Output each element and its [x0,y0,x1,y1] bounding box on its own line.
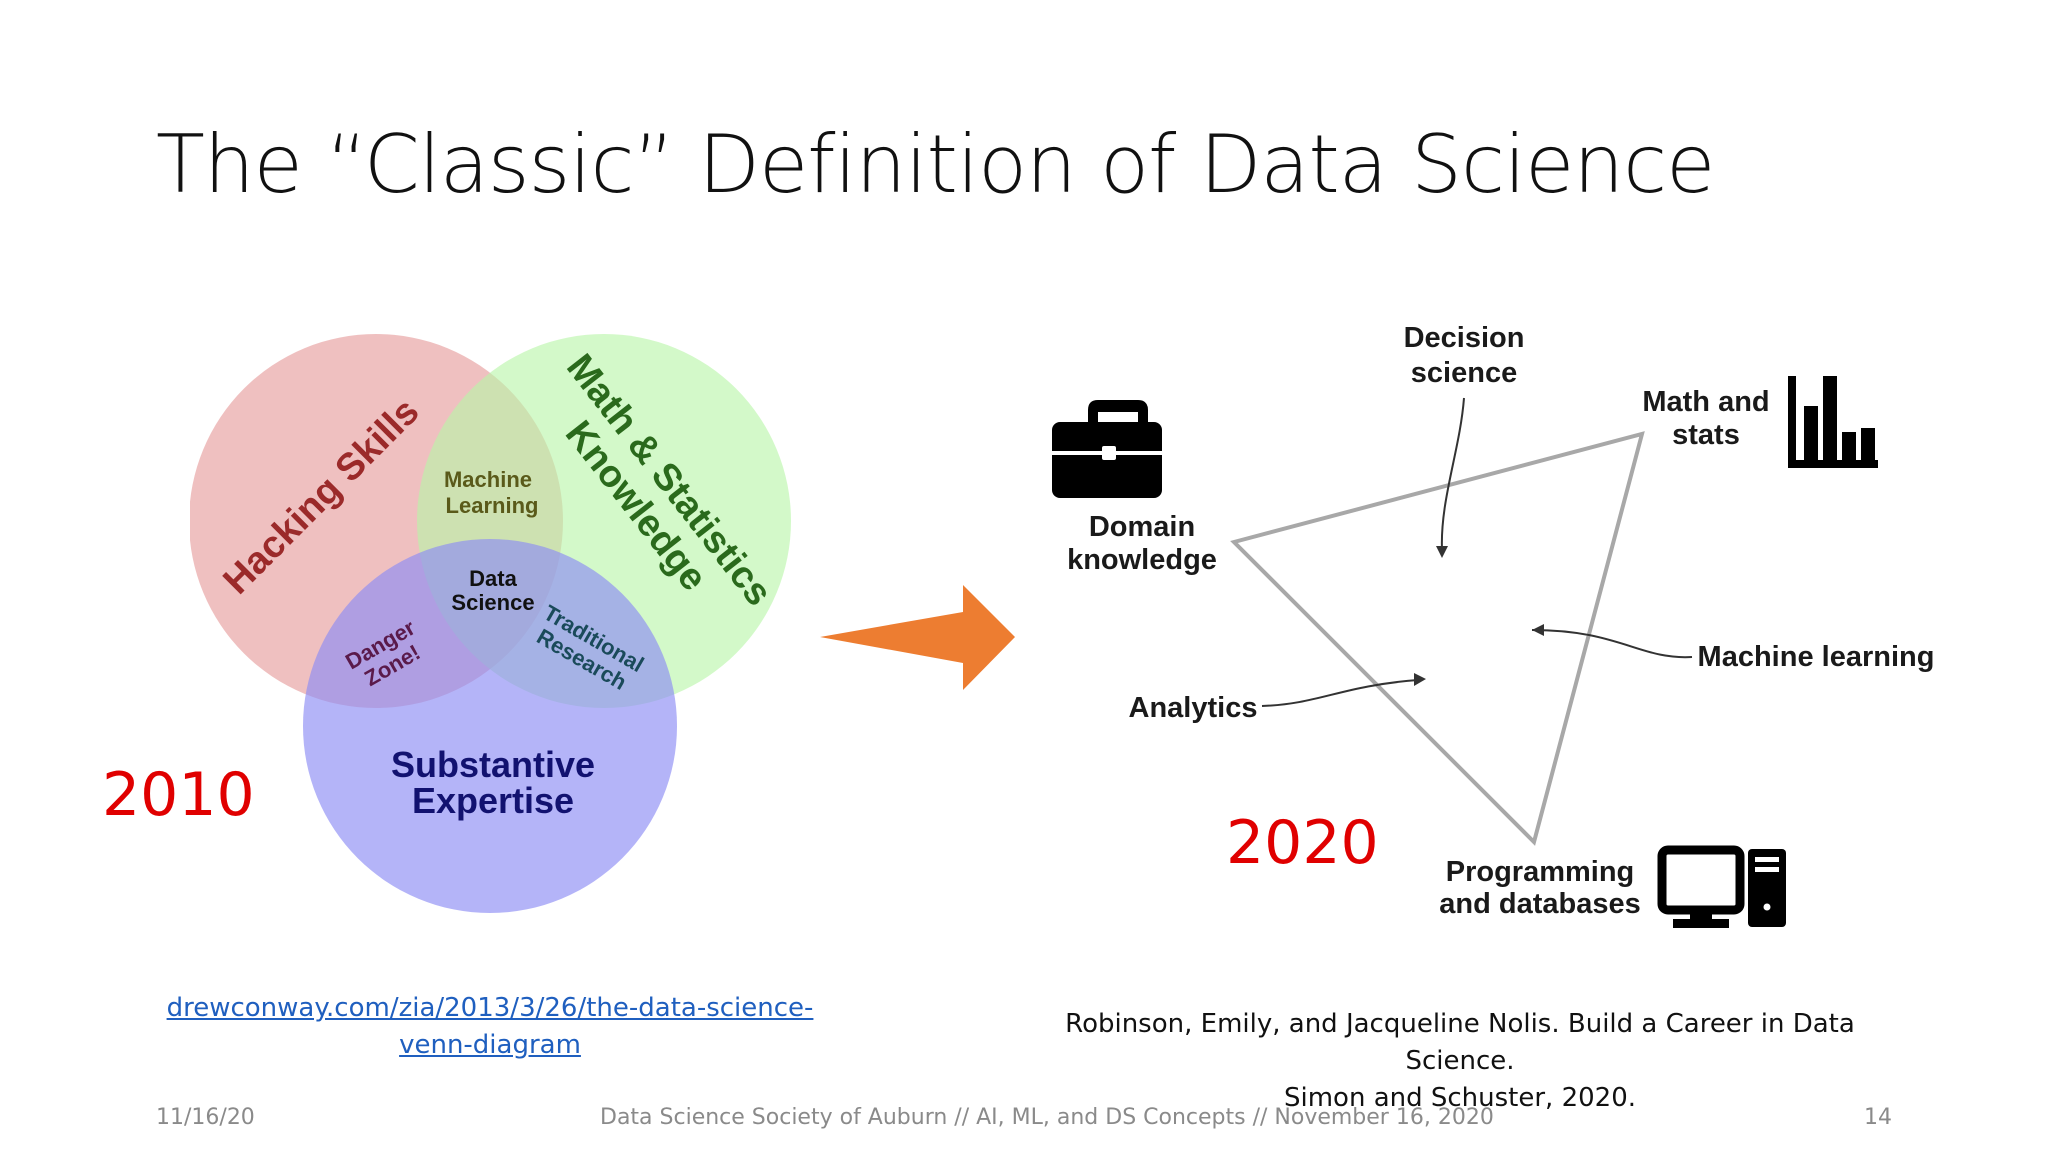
bar-chart-icon [1788,376,1878,468]
year-2010-label: 2010 [102,760,255,830]
source-link[interactable]: drewconway.com/zia/2013/3/26/the-data-sc… [160,990,820,1064]
venn-diagram: Hacking Skills Math & Statistics Knowled… [190,334,791,913]
domain-label-line1: Domain [1089,511,1195,543]
triangle-diagram: Decision science Math and stats Domain k… [1052,322,1935,928]
year-2020-label: 2020 [1226,808,1379,878]
citation-line1: Robinson, Emily, and Jacqueline Nolis. B… [1065,1009,1855,1076]
citation-line2: Simon and Schuster, 2020. [1283,1083,1637,1113]
transition-arrow [820,585,1015,690]
source-link-line1[interactable]: drewconway.com/zia/2013/3/26/the-data-sc… [166,993,814,1023]
domain-label-line2: knowledge [1067,544,1217,576]
decision-pointer [1440,397,1465,551]
ml-arrowhead [1532,624,1544,636]
computer-icon [1657,845,1786,928]
analytics-label: Analytics [1129,692,1258,724]
decision-label-line2: science [1411,357,1517,389]
ml-label: Machine learning [1698,641,1935,673]
triangle-outline [1230,431,1645,846]
ml-label-line2: Learning [446,493,539,518]
ds-label-line2: Science [451,590,534,615]
programming-label-line2: and databases [1439,888,1640,920]
ml-pointer [1531,629,1693,659]
math-stats-label-line2: stats [1672,419,1740,451]
substantive-circle [303,539,677,913]
ml-label-line1: Machine [444,467,532,492]
decision-arrowhead [1436,546,1448,558]
analytics-pointer [1261,679,1419,707]
math-stats-label-line1: Math and [1642,386,1769,418]
source-link-line2[interactable]: venn-diagram [399,1030,581,1060]
footer-date: 11/16/20 [156,1105,255,1130]
briefcase-icon [1052,400,1162,498]
programming-label-line1: Programming [1446,856,1635,888]
analytics-arrowhead [1414,673,1426,686]
decision-label-line1: Decision [1404,322,1525,354]
footer-center-text: Data Science Society of Auburn // AI, ML… [600,1105,1494,1130]
ds-label-line1: Data [469,566,517,591]
slide-title: The “Classic” Definition of Data Science [156,118,1715,211]
substantive-label-line2: Expertise [412,780,574,821]
substantive-label-line1: Substantive [391,744,595,785]
citation: Robinson, Emily, and Jacqueline Nolis. B… [1010,1006,1910,1117]
footer-page-number: 14 [1864,1105,1892,1130]
pointer-arrows [1261,397,1693,707]
